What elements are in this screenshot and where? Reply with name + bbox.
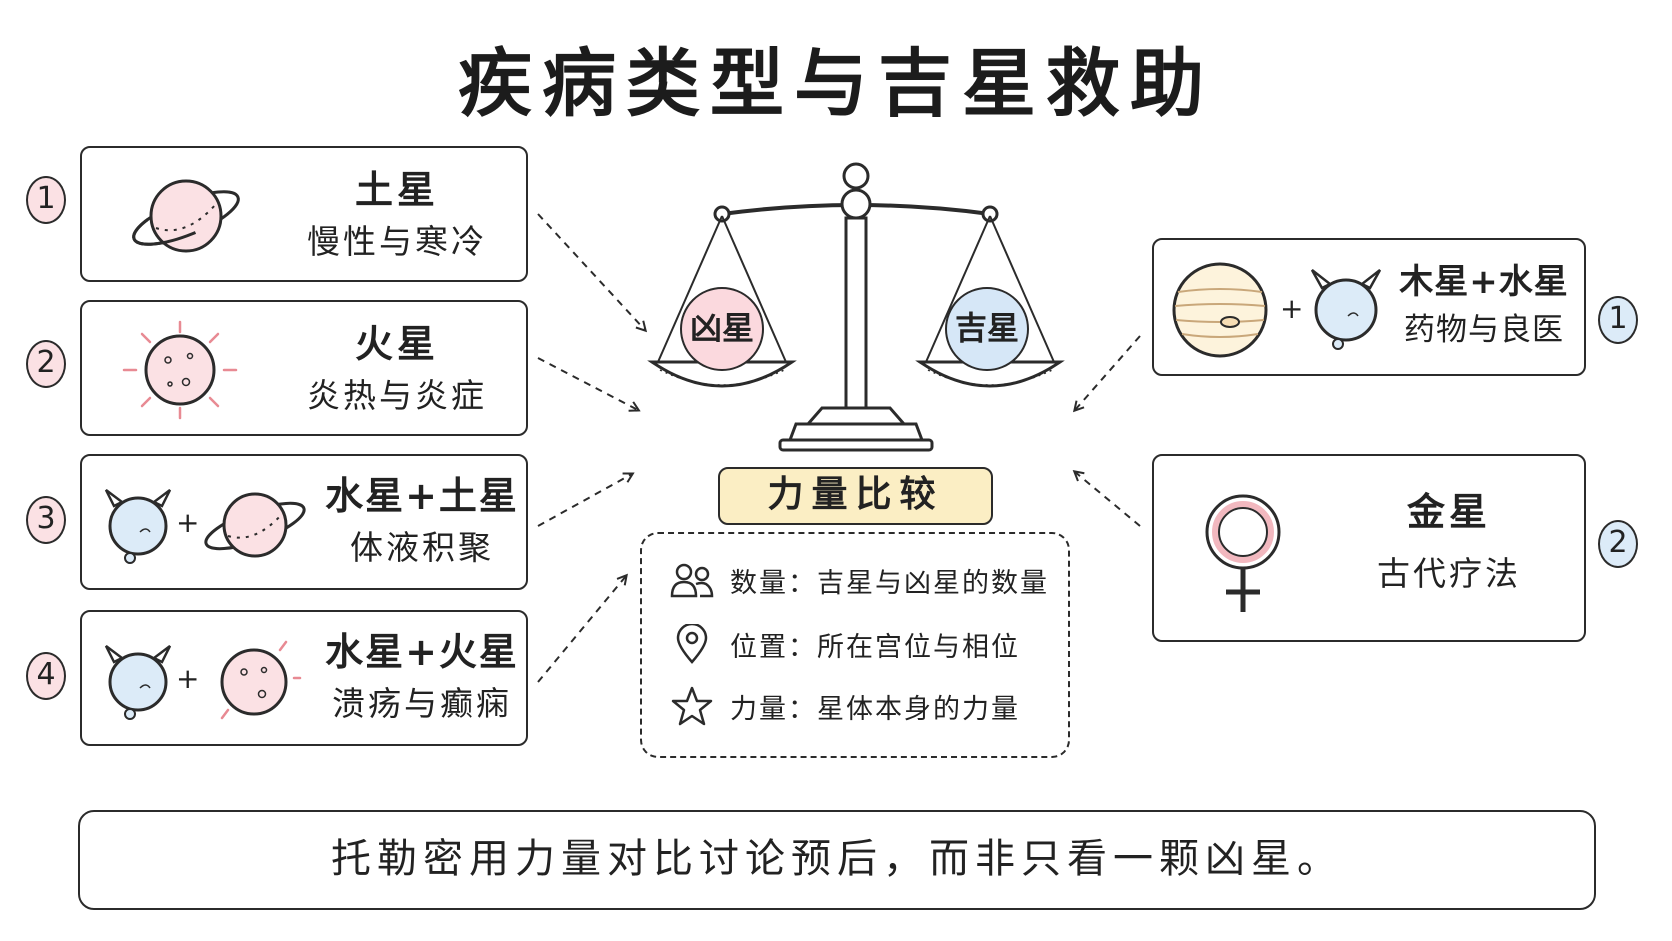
venus-symbol-icon bbox=[1205, 494, 1281, 612]
card-subtitle: 药物与良医 bbox=[1404, 312, 1564, 349]
card-title: 火星 bbox=[354, 322, 439, 366]
mercury-icon bbox=[104, 489, 172, 564]
factor-position: 位置：所在宫位与相位 bbox=[670, 624, 1020, 664]
number-badge-left-3: 3 bbox=[26, 496, 66, 544]
card-title: 木星+水星 bbox=[1399, 262, 1569, 302]
number-badge-left-2: 2 bbox=[26, 340, 66, 388]
plus-icon: + bbox=[176, 506, 200, 539]
card-mars: 火星 炎热与炎症 bbox=[80, 300, 528, 436]
card-mercury-saturn: + 水星+土星 体液积聚 bbox=[80, 454, 528, 590]
mars-icon bbox=[122, 320, 238, 420]
saturn-icon bbox=[204, 492, 306, 558]
location-pin-icon bbox=[676, 624, 708, 664]
number-badge-left-1: 1 bbox=[26, 176, 66, 224]
card-venus: 金星 古代疗法 bbox=[1152, 454, 1586, 642]
factors-box: 数量：吉星与凶星的数量 位置：所在宫位与相位 力量：星体本身的力量 bbox=[640, 532, 1070, 758]
factor-text: 力量：星体本身的力量 bbox=[730, 693, 1020, 725]
number-badge-right-2: 2 bbox=[1598, 520, 1638, 568]
star-icon bbox=[671, 686, 713, 726]
card-title: 金星 bbox=[1406, 490, 1491, 534]
jupiter-icon bbox=[1172, 262, 1268, 358]
plus-icon: + bbox=[1280, 292, 1304, 325]
card-title: 水星+土星 bbox=[325, 474, 519, 518]
plus-icon: + bbox=[176, 662, 200, 695]
mars-icon bbox=[220, 640, 302, 720]
factor-strength: 力量：星体本身的力量 bbox=[670, 686, 1020, 726]
number-badge-left-4: 4 bbox=[26, 652, 66, 700]
malefic-pan-label: 凶星 bbox=[680, 287, 764, 371]
page-title: 疾病类型与吉星救助 bbox=[458, 41, 1214, 127]
mercury-icon bbox=[104, 645, 172, 720]
people-icon bbox=[670, 563, 714, 598]
mercury-icon bbox=[1310, 269, 1382, 350]
card-subtitle: 溃疡与癫痫 bbox=[332, 683, 512, 723]
scale bbox=[647, 162, 1065, 452]
number-badge-right-1: 1 bbox=[1598, 296, 1638, 344]
card-subtitle: 古代疗法 bbox=[1377, 553, 1521, 593]
benefic-pan-label: 吉星 bbox=[945, 287, 1029, 371]
card-jupiter-mercury: + 木星+水星 药物与良医 bbox=[1152, 238, 1586, 376]
strength-comparison-label: 力量比较 bbox=[718, 467, 993, 525]
dashed-arrows bbox=[537, 213, 1141, 683]
saturn-icon bbox=[132, 179, 240, 253]
card-title: 水星+火星 bbox=[325, 630, 519, 674]
card-subtitle: 体液积聚 bbox=[350, 527, 494, 567]
card-title: 土星 bbox=[354, 168, 439, 212]
factor-text: 位置：所在宫位与相位 bbox=[730, 631, 1020, 663]
card-mercury-mars: + 水星+火星 溃疡与癫痫 bbox=[80, 610, 528, 746]
factor-quantity: 数量：吉星与凶星的数量 bbox=[670, 560, 1049, 600]
card-subtitle: 炎热与炎症 bbox=[307, 375, 487, 415]
card-subtitle: 慢性与寒冷 bbox=[307, 221, 487, 261]
conclusion-banner: 托勒密用力量对比讨论预后，而非只看一颗凶星。 bbox=[78, 810, 1596, 910]
factor-text: 数量：吉星与凶星的数量 bbox=[730, 567, 1049, 599]
card-saturn: 土星 慢性与寒冷 bbox=[80, 146, 528, 282]
